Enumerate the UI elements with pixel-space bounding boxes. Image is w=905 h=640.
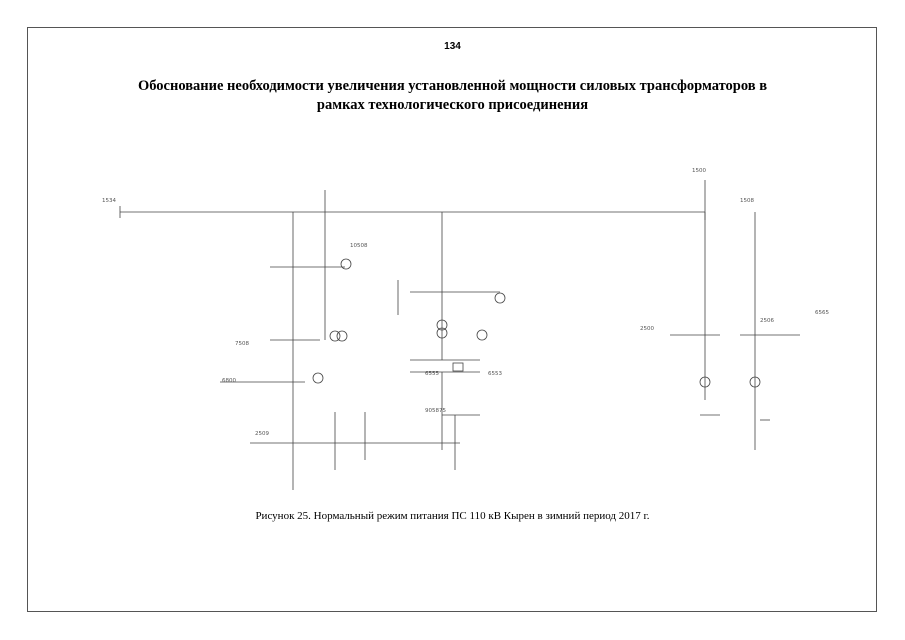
label-node-6565: 6565	[815, 310, 829, 316]
label-node-1534: 1534	[102, 198, 116, 204]
label-node-7508: 7508	[235, 341, 249, 347]
page-title: Обоснование необходимости увеличения уст…	[60, 77, 845, 115]
label-node-6555: 6555	[425, 371, 439, 377]
label-node-905875: 905875	[425, 408, 446, 414]
page-frame	[27, 27, 877, 612]
page-title-line-2: рамках технологического присоединения	[316, 97, 589, 113]
power-network-diagram: 1534 1500 1508 6555 6553 2509 2500 2506 …	[102, 168, 829, 490]
label-node-1500: 1500	[692, 168, 706, 174]
transformer-symbols	[312, 258, 761, 388]
label-node-10508: 10508	[350, 243, 368, 249]
diagram-node-labels: 1534 1500 1508 6555 6553 2509 2500 2506 …	[102, 168, 829, 437]
label-node-6800: 6800	[222, 378, 236, 384]
diagram-lines	[119, 180, 800, 490]
label-node-2509: 2509	[255, 431, 269, 437]
figure-caption: Рисунок 25. Нормальный режим питания ПС …	[255, 510, 650, 522]
label-node-6553: 6553	[488, 371, 502, 377]
page-number: 134	[444, 41, 461, 52]
label-node-2500: 2500	[640, 326, 654, 332]
label-node-2506: 2506	[760, 318, 774, 324]
label-node-1508: 1508	[740, 198, 754, 204]
page-title-line-1: Обоснование необходимости увеличения уст…	[137, 78, 768, 94]
